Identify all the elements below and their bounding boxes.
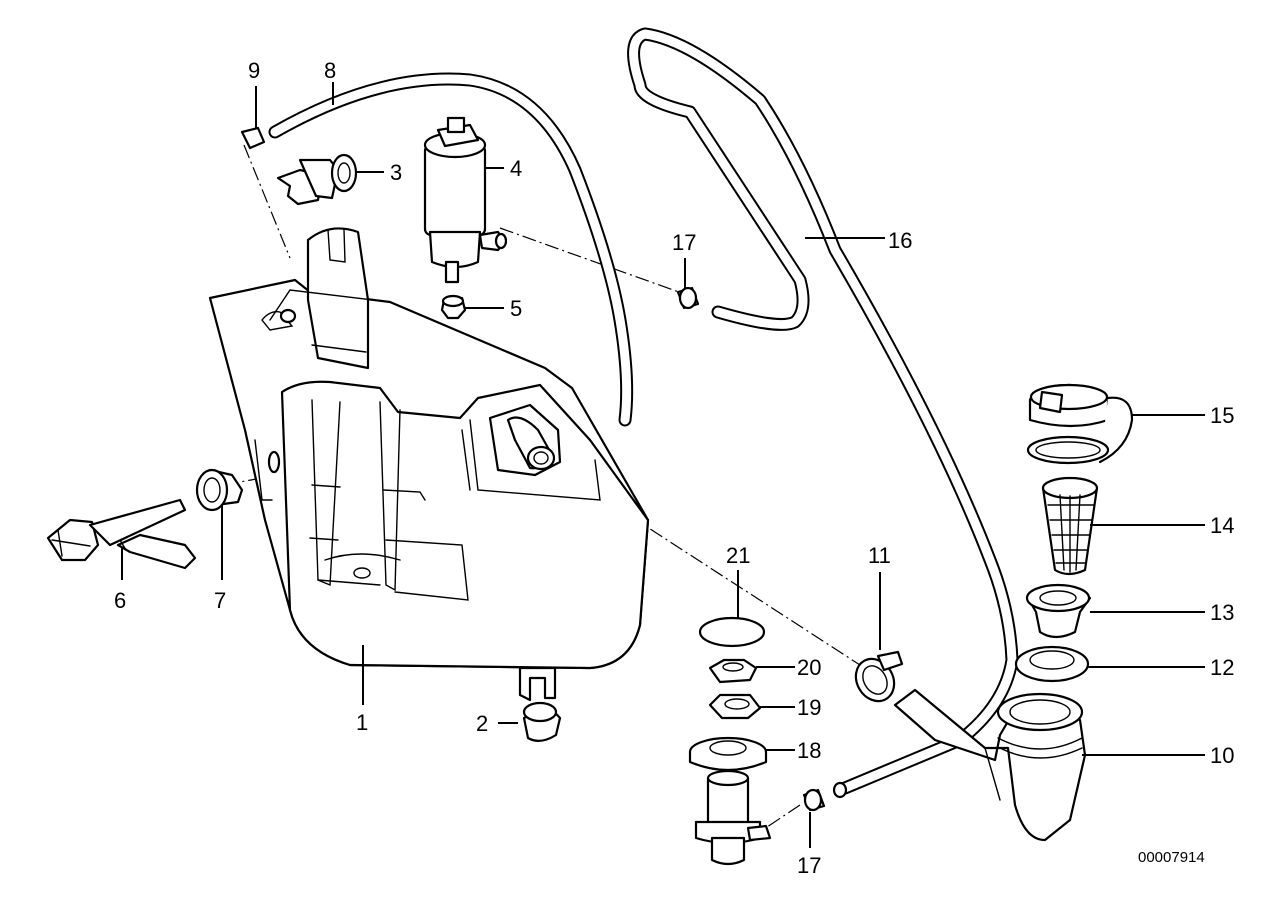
part-3-connector [276,153,358,206]
washer-reservoir [208,227,650,702]
callout-17-upper: 17 [672,230,696,255]
callout-12: 12 [1210,655,1234,680]
part-17-clip-upper [676,286,700,310]
part-2-drain-plug [522,701,562,742]
part-18-valve-body [694,769,772,866]
part-6-level-sensor [46,498,197,570]
hose-16 [627,27,1019,799]
part-17-clip-lower [802,788,826,812]
part-4-washer-pump [423,116,508,284]
part-12-seal [1014,645,1090,683]
callout-17-lower: 17 [797,853,821,878]
document-number: 00007914 [1138,849,1205,866]
callout-3: 3 [390,160,402,185]
callout-20: 20 [797,655,821,680]
part-20-nut [708,658,758,684]
callout-1: 1 [356,710,368,735]
callout-7: 7 [214,588,226,613]
leader-lines [121,82,1205,848]
callout-13: 13 [1210,600,1234,625]
callout-6: 6 [114,588,126,613]
part-21-cap [698,616,766,648]
part-13-bushing [1025,583,1092,639]
callout-9: 9 [248,58,260,83]
callout-14: 14 [1210,513,1234,538]
part-11-hose-clamp [854,650,904,703]
part-18-gasket [688,736,768,772]
part-7-grommet [195,468,244,512]
callout-5: 5 [510,296,522,321]
callout-2: 2 [476,711,488,736]
callout-8: 8 [324,58,336,83]
callout-11: 11 [868,543,891,568]
hose-8 [268,72,634,427]
callout-18: 18 [797,738,821,763]
callout-15: 15 [1210,403,1234,428]
callout-21: 21 [726,543,750,568]
part-19-washer [708,693,762,720]
callout-10: 10 [1210,743,1234,768]
callout-19: 19 [797,695,821,720]
callout-labels: 9 8 3 4 5 17 16 6 7 1 2 21 11 20 19 18 1… [114,58,1234,878]
part-14-strainer [1041,476,1099,576]
callout-16: 16 [888,228,912,253]
part-9-clip [240,126,266,150]
part-5-grommet [440,294,467,320]
part-15-cap [1026,383,1134,465]
callout-4: 4 [510,156,522,181]
